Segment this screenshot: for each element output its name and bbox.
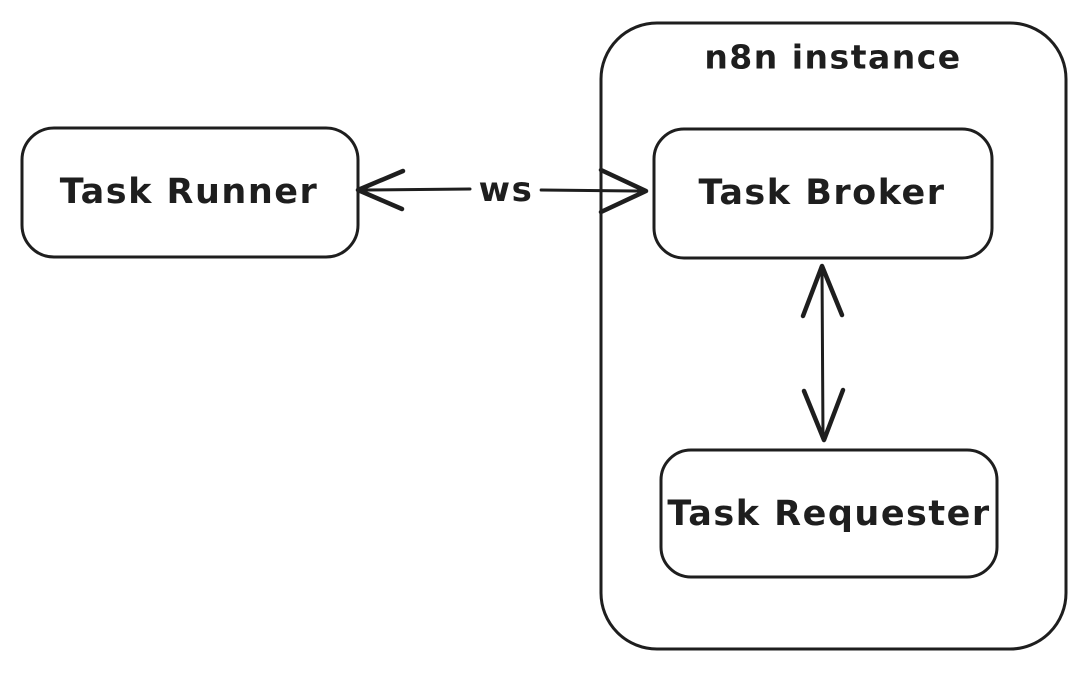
ws-arrow-right-head-icon: [598, 167, 649, 215]
task-broker-box: [652, 127, 994, 260]
task-requester-box: [659, 448, 999, 579]
task-broker-label: Task Broker: [698, 173, 946, 213]
ws-arrow-shaft-right: [539, 188, 643, 193]
ws-arrow-shaft-left: [362, 187, 472, 192]
ws-arrow-left-head-icon: [355, 168, 406, 212]
task-requester-label: Task Requester: [667, 494, 991, 534]
n8n-instance-container-box: [599, 21, 1068, 651]
broker-requester-arrow-bottom-head-icon: [801, 387, 846, 443]
broker-requester-arrow-top-head-icon: [800, 263, 845, 319]
n8n-instance-label: n8n instance: [704, 37, 962, 77]
ws-edge-label: ws: [472, 170, 540, 210]
task-runner-label: Task Runner: [59, 172, 319, 212]
broker-requester-arrow-shaft: [820, 266, 825, 440]
task-runner-box: [20, 126, 360, 259]
